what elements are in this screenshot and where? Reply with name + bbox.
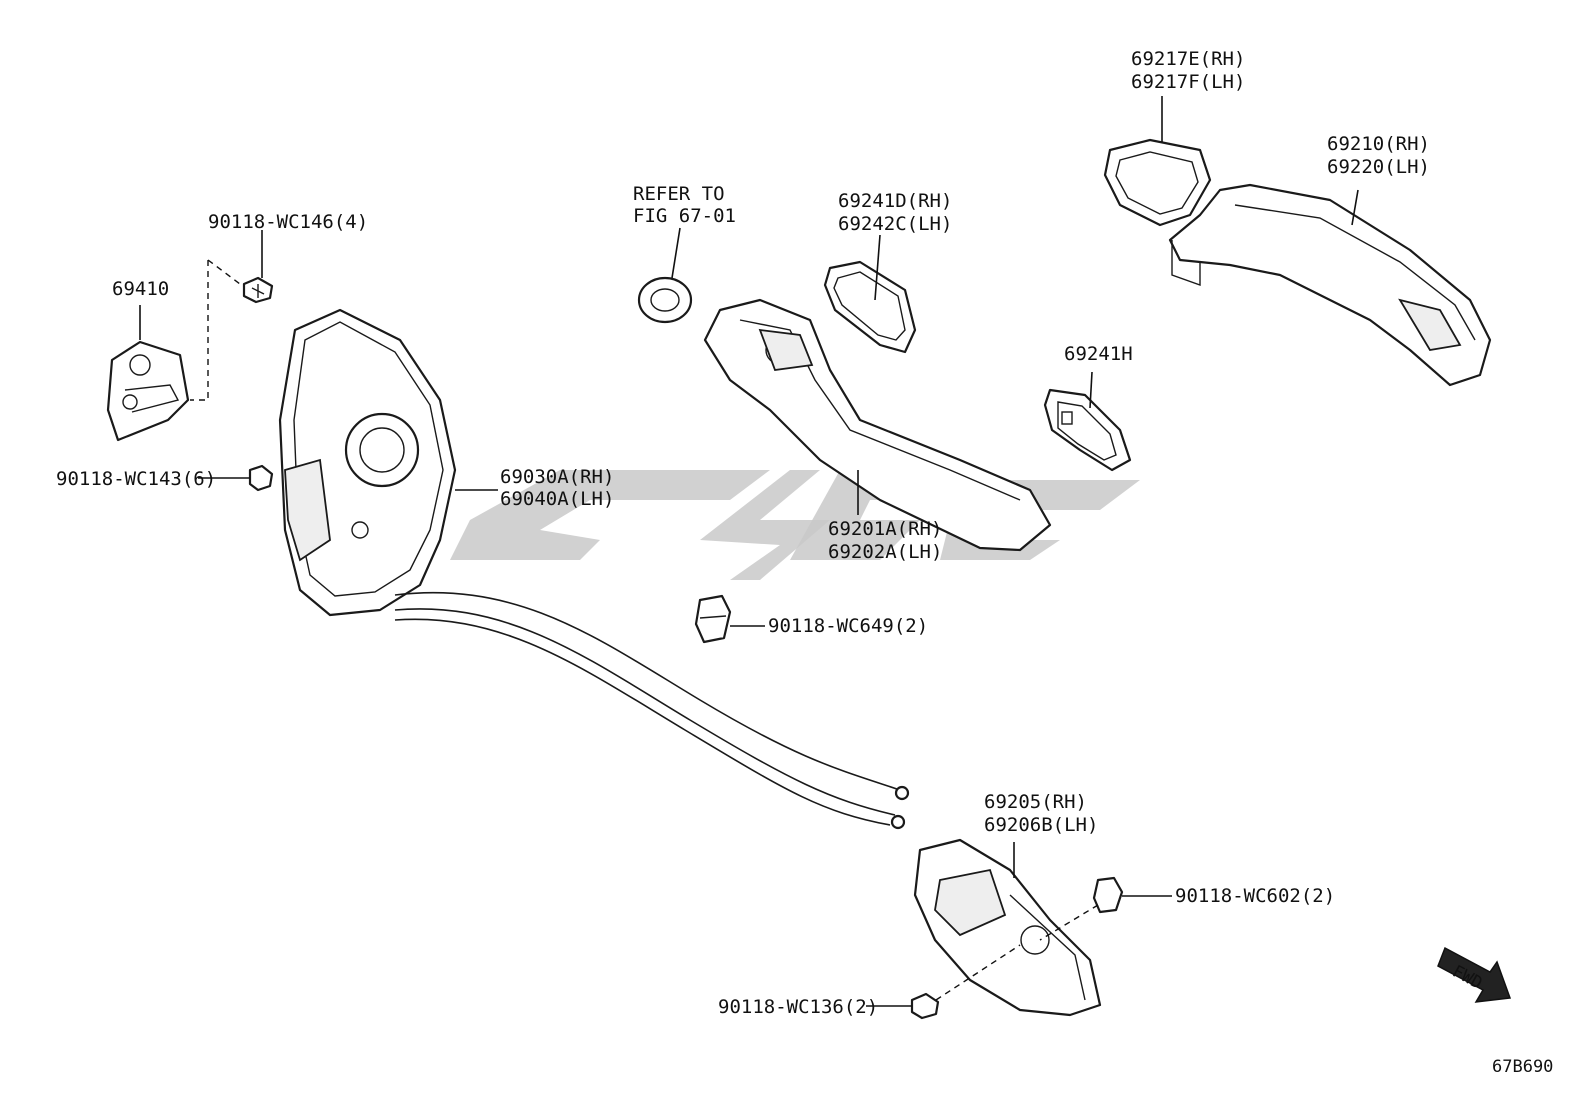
screw-90118-wc143 <box>198 464 274 492</box>
label-69205-rh: 69205(RH) <box>984 791 1087 813</box>
label-69241d-rh: 69241D(RH) <box>838 190 952 212</box>
label-90118-wc136: 90118-WC136(2) <box>718 996 878 1018</box>
figure-code: 67B690 <box>1492 1057 1553 1077</box>
part-69410-striker <box>106 305 190 442</box>
label-refer-line2: FIG 67-01 <box>633 205 736 227</box>
label-refer-line1: REFER TO <box>633 183 725 205</box>
part-69241h-gasket <box>1043 371 1132 472</box>
clip-90118-wc602 <box>1039 876 1172 941</box>
label-69202a-lh: 69202A(LH) <box>828 541 942 563</box>
part-69201a-handle-frame <box>703 298 1052 552</box>
label-69410: 69410 <box>112 278 169 300</box>
label-69030a-rh: 69030A(RH) <box>500 466 614 488</box>
label-90118-wc146: 90118-WC146(4) <box>208 211 368 233</box>
label-69220-lh: 69220(LH) <box>1327 156 1430 178</box>
part-69205-inside-handle <box>913 838 1102 1017</box>
screw-90118-wc146 <box>190 230 274 401</box>
fwd-arrow: FWD <box>1437 946 1512 1003</box>
part-69217e-cap <box>1103 96 1212 227</box>
clip-90118-wc649 <box>694 594 765 644</box>
label-69217e-rh: 69217E(RH) <box>1131 48 1245 70</box>
label-90118-wc143: 90118-WC143(6) <box>56 468 216 490</box>
label-69217f-lh: 69217F(LH) <box>1131 71 1245 93</box>
label-90118-wc602: 90118-WC602(2) <box>1175 885 1335 907</box>
control-cables <box>394 591 910 830</box>
label-69206b-lh: 69206B(LH) <box>984 814 1098 836</box>
part-69241d-gasket <box>823 234 917 354</box>
label-69201a-rh: 69201A(RH) <box>828 518 942 540</box>
screw-90118-wc136 <box>866 944 1021 1020</box>
part-refer-grommet <box>637 227 693 324</box>
part-69030a-door-lock <box>278 308 498 617</box>
label-69241h: 69241H <box>1064 343 1133 365</box>
part-69210-outside-handle <box>1168 183 1492 387</box>
label-69040a-lh: 69040A(LH) <box>500 488 614 510</box>
label-90118-wc649: 90118-WC649(2) <box>768 615 928 637</box>
label-69210-rh: 69210(RH) <box>1327 133 1430 155</box>
label-69242c-lh: 69242C(LH) <box>838 213 952 235</box>
